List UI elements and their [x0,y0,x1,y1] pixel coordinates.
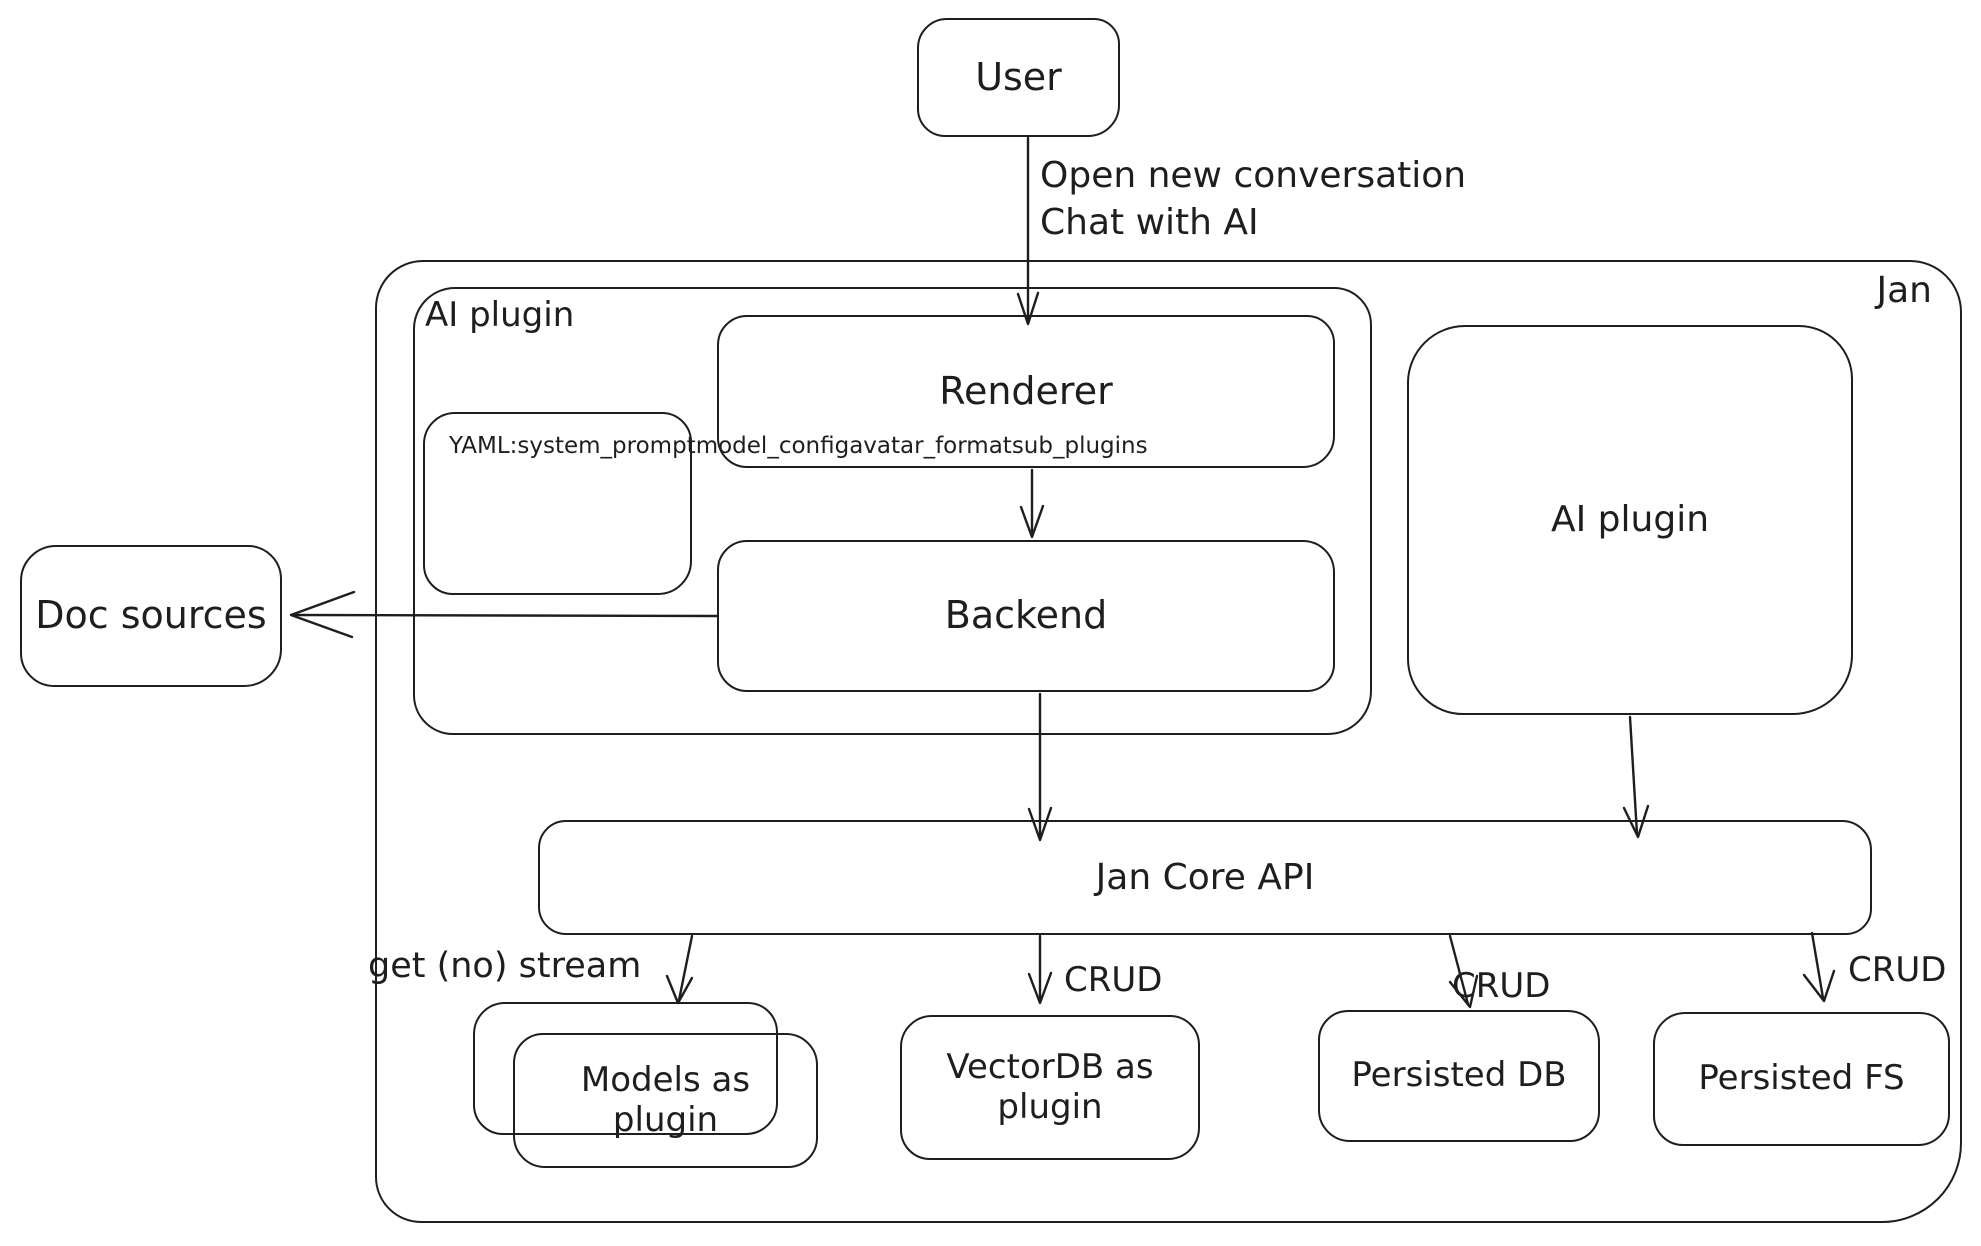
jan-core-api-node[interactable]: Jan Core API [538,820,1872,935]
persisted-db-label: Persisted DB [1351,1055,1567,1096]
ai-plugin-right-label: AI plugin [1550,499,1710,541]
user-node[interactable]: User [917,18,1120,137]
edge-label-open-conversation: Open new conversation [1040,155,1467,196]
edge-label-crud-persisted-fs: CRUD [1848,950,1947,990]
jan-container-box[interactable]: Jan [375,260,1962,1223]
models-as-plugin-label: Models as plugin [580,1060,751,1140]
edge-label-chat-with-ai: Chat with AI [1040,202,1259,243]
persisted-fs-node[interactable]: Persisted FS [1653,1012,1950,1146]
vectordb-as-plugin-node[interactable]: VectorDB as plugin [900,1015,1200,1160]
yaml-note-node[interactable]: YAML: system_prompt model_config avatar_… [423,412,1148,595]
doc-sources-node[interactable]: Doc sources [20,545,282,687]
models-as-plugin-node-back[interactable] [473,1002,778,1135]
backend-node[interactable]: Backend [717,540,1335,692]
user-node-label: User [975,54,1062,99]
yaml-line: sub_plugins [1011,433,1148,459]
jan-core-api-label: Jan Core API [1095,856,1315,898]
backend-node-label: Backend [944,593,1108,638]
ai-plugin-container-label: AI plugin [425,295,575,335]
yaml-line: system_prompt [517,433,696,459]
edge-label-get-no-stream: get (no) stream [368,946,642,986]
ai-plugin-right-node[interactable]: AI plugin [1407,325,1853,715]
vectordb-as-plugin-label: VectorDB as plugin [946,1047,1154,1127]
persisted-fs-label: Persisted FS [1698,1058,1905,1099]
persisted-db-node[interactable]: Persisted DB [1318,1010,1600,1142]
doc-sources-label: Doc sources [35,593,267,638]
jan-container-label: Jan [1876,270,1933,311]
edge-label-crud-vectordb: CRUD [1064,960,1163,1000]
edge-label-crud-persisted-db: CRUD [1452,966,1551,1006]
yaml-line: YAML: [449,433,518,459]
models-as-plugin-node[interactable]: Models as plugin [513,1033,818,1168]
yaml-line: model_config [695,433,850,459]
yaml-line: avatar_format [849,433,1012,459]
ai-plugin-container-box[interactable]: AI plugin [413,287,1372,735]
renderer-node-label: Renderer [939,368,1113,413]
